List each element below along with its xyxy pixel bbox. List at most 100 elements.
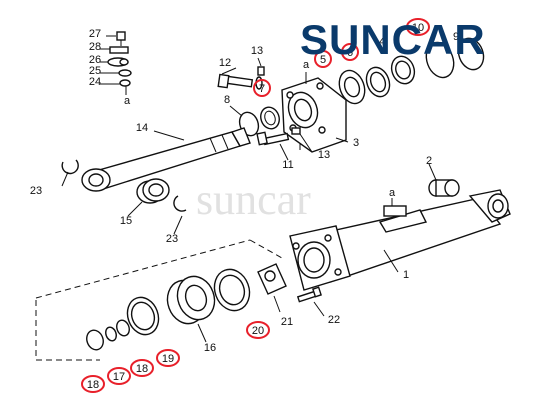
callout-number: 5 [320, 54, 326, 66]
callout-5-circled: 5 [314, 50, 332, 68]
callout-14: 14 [136, 122, 148, 134]
callout-13: 13 [251, 45, 263, 57]
callout-number: 7 [259, 83, 265, 95]
seal-6 [365, 66, 391, 98]
callout-17-circled: 17 [107, 367, 131, 385]
reference-markers [305, 72, 393, 206]
callout-number: 12 [219, 57, 231, 69]
callout-number: 27 [89, 28, 101, 40]
callout-12: 12 [219, 57, 231, 69]
callout-number: 3 [353, 137, 359, 149]
callout-2: 2 [426, 155, 432, 167]
callout-number: 4 [379, 36, 385, 48]
callout-22: 22 [328, 314, 340, 326]
callout-20-circled: 20 [246, 321, 270, 339]
callout-number: 10 [412, 22, 424, 34]
callout-number: 11 [282, 159, 293, 171]
wear-ring-19 [126, 296, 160, 336]
callout-highlight-ring [406, 18, 430, 36]
callout-number: 17 [113, 371, 125, 383]
callout-number: 1 [403, 269, 409, 281]
callout-number: 22 [328, 314, 340, 326]
callout-highlight-ring [81, 375, 105, 393]
callout-23: 23 [30, 185, 42, 197]
callout-number: 20 [252, 325, 264, 337]
callout-number: 25 [89, 65, 101, 77]
callout-number: 2 [426, 155, 432, 167]
callout-number: 16 [204, 342, 216, 354]
callout-number: 13 [251, 45, 263, 57]
callout-highlight-ring [246, 321, 270, 339]
bushing-15 [136, 178, 170, 204]
callout-27: 27 [89, 28, 101, 40]
washer-13-upper [257, 66, 265, 76]
callout-1: 1 [403, 269, 409, 281]
callout-25: 25 [89, 65, 101, 77]
callout-highlight-ring [314, 50, 332, 68]
leader-lines [61, 35, 437, 343]
callout-number: 18 [136, 363, 148, 375]
callout-number: 19 [162, 353, 174, 365]
piston-rod-14 [81, 127, 251, 192]
callout-highlight-ring [253, 79, 271, 97]
callout-11: 11 [282, 159, 293, 171]
callout-number: 8 [224, 94, 230, 106]
callout-8: 8 [224, 94, 230, 106]
callout-16: 16 [204, 342, 216, 354]
callout-7-circled: 7 [253, 79, 271, 97]
callout-10-circled: 10 [406, 18, 430, 36]
callout-number: 28 [89, 41, 101, 53]
watermark: suncar [196, 175, 311, 224]
callout-number: 18 [87, 379, 99, 391]
callout-9: 9 [453, 31, 459, 43]
callout-number: a [389, 187, 396, 199]
snap-ring-23-right [173, 195, 187, 212]
suncar-logo: SUNCAR [300, 16, 486, 63]
bolt-11 [256, 131, 290, 146]
nut-21 [257, 263, 287, 295]
logo-text: SUNCAR [300, 16, 486, 63]
callout-number: 13 [318, 149, 330, 161]
callout-13: 13 [318, 149, 330, 161]
callout-a: a [124, 95, 131, 107]
callout-26: 26 [89, 54, 101, 66]
backup-ring-9 [457, 37, 485, 71]
callout-number: 21 [281, 316, 293, 328]
washer-13-lower [291, 127, 301, 135]
callout-highlight-ring [107, 367, 131, 385]
bushing-2 [428, 179, 460, 197]
callout-3: 3 [353, 137, 359, 149]
o-ring-10 [425, 41, 455, 79]
callout-15: 15 [120, 215, 132, 227]
piston-ring-20 [213, 268, 251, 312]
callout-18-circled: 18 [130, 359, 154, 377]
callout-number: 9 [453, 31, 459, 43]
callout-23: 23 [166, 233, 178, 245]
callout-6-circled: 6 [341, 43, 359, 61]
callout-number: 14 [136, 122, 148, 134]
seal-18-right [116, 319, 130, 337]
bolt-12 [217, 73, 263, 90]
callout-21: 21 [281, 316, 293, 328]
cylinder-tube-1 [289, 189, 511, 291]
callout-24: 24 [89, 76, 101, 88]
callout-number: 6 [347, 47, 353, 59]
callout-4: 4 [379, 36, 385, 48]
callout-highlight-ring [341, 43, 359, 61]
callout-28: 28 [89, 41, 101, 53]
callout-number: 23 [166, 233, 178, 245]
cylinder-head-3 [281, 77, 347, 153]
backup-ring-17 [105, 326, 117, 342]
snap-ring-23-left [61, 159, 79, 175]
callout-a: a [389, 187, 396, 199]
callout-18-circled: 18 [81, 375, 105, 393]
dashed-guide-piston [249, 239, 283, 259]
bearing-5 [338, 69, 366, 105]
bolt-stack-24-28 [107, 31, 132, 95]
dashed-guide-top [35, 239, 251, 299]
callout-number: 23 [30, 185, 42, 197]
seal-18-left [86, 329, 104, 351]
